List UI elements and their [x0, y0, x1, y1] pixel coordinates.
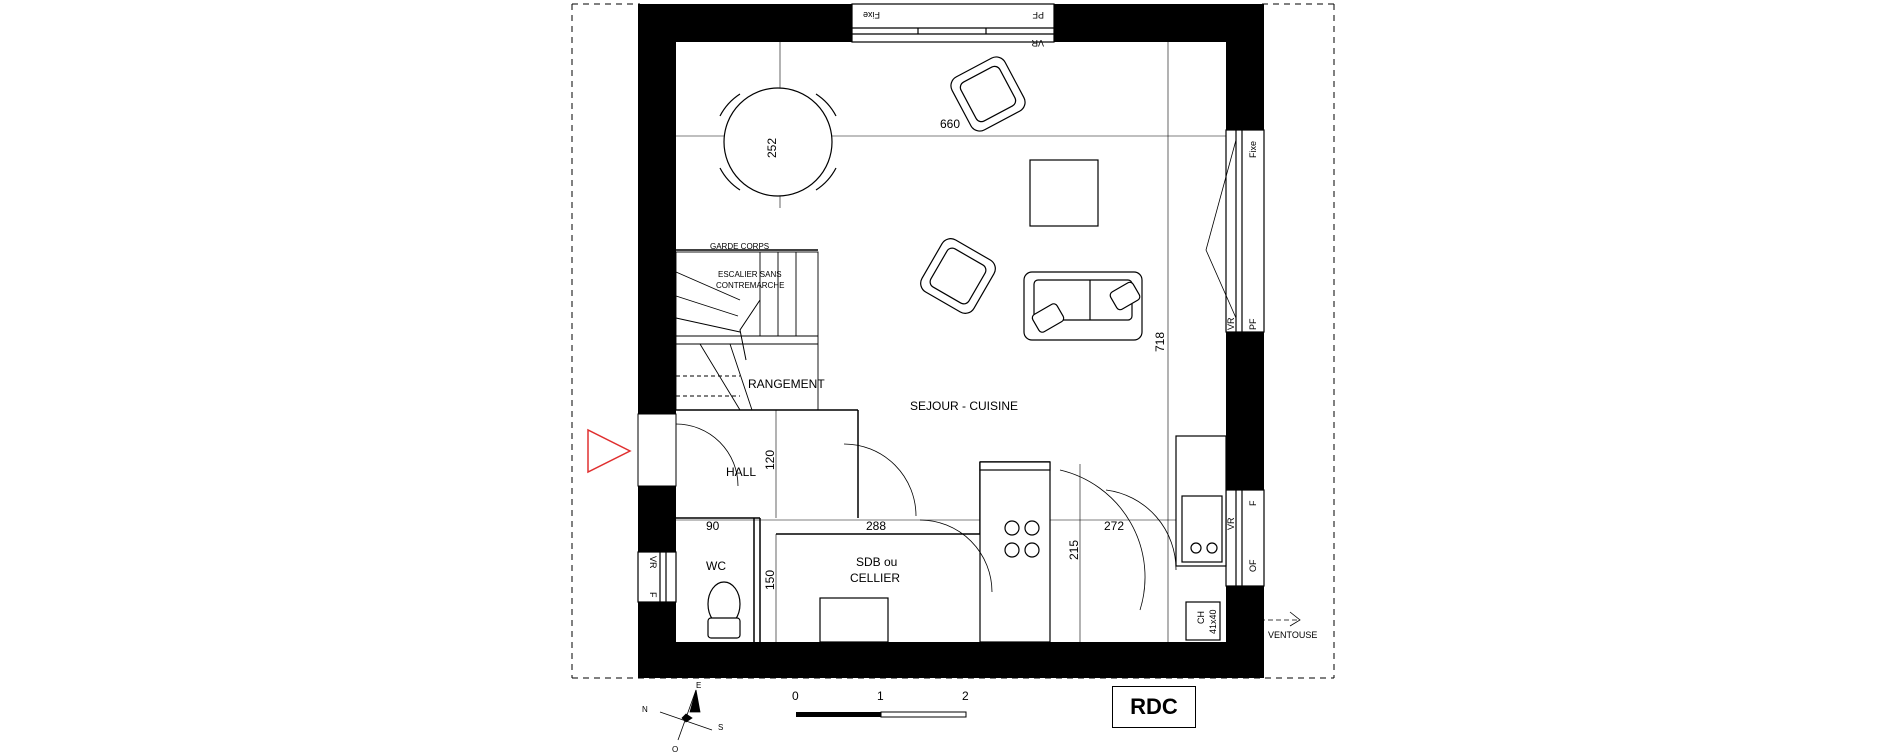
coffee-table [1029, 159, 1099, 227]
staircase [675, 251, 819, 411]
compass-n: N [642, 705, 648, 714]
level-label: RDC [1112, 686, 1196, 728]
compass-o: O [672, 745, 678, 754]
note-ventouse: VENTOUSE [1268, 630, 1317, 640]
window-label-f-wc: F [648, 592, 658, 598]
dim-288: 288 [866, 519, 886, 533]
dim-150: 150 [763, 570, 777, 590]
note-escalier-line1: ESCALIER SANS [718, 270, 782, 279]
entry-opening [637, 413, 677, 487]
window-label-vr-kitchen: VR [1226, 517, 1236, 530]
dim-252: 252 [765, 138, 779, 158]
note-ch-size: 41x40 [1208, 609, 1218, 634]
room-sejour-cuisine: SEJOUR - CUISINE [910, 399, 1018, 413]
entry-arrow-icon [587, 428, 632, 474]
room-sdb-line1: SDB ou [856, 555, 897, 569]
window-label-vr-right: VR [1226, 317, 1236, 330]
scale-tick-1: 1 [877, 689, 884, 703]
window-label-pf-right: PF [1248, 318, 1258, 330]
dim-90: 90 [706, 519, 720, 533]
window-left-wc [637, 551, 677, 603]
compass-rose-icon: N E S O [642, 681, 723, 754]
window-label-fixe-right: Fixe [1248, 141, 1258, 158]
note-ch: CH [1196, 611, 1206, 624]
room-sdb-line2: CELLIER [850, 571, 900, 585]
exterior-walls [638, 4, 1264, 678]
door-swings [675, 423, 1177, 611]
room-rangement: RANGEMENT [748, 377, 825, 391]
dim-718: 718 [1153, 332, 1167, 352]
window-label-f-right: F [1248, 500, 1258, 506]
window-label-fixe-top: Fixe [863, 10, 880, 20]
wc-fixtures [707, 581, 889, 643]
window-label-pf-top: PF [1032, 10, 1044, 20]
window-label-of-right: OF [1248, 559, 1258, 572]
boundary-dashed [571, 3, 1335, 679]
armchair-middle [920, 238, 996, 314]
window-label-vr-wc: VR [648, 556, 658, 569]
compass-s: S [718, 723, 723, 732]
scale-tick-2: 2 [962, 689, 969, 703]
dim-272: 272 [1104, 519, 1124, 533]
room-wc: WC [706, 559, 726, 573]
scale-tick-0: 0 [792, 689, 799, 703]
window-right-lower [1225, 489, 1265, 587]
dim-660: 660 [940, 117, 960, 131]
note-garde-corps: GARDE CORPS [710, 242, 769, 251]
note-escalier-line2: CONTREMARCHE [716, 281, 784, 290]
room-hall: HALL [726, 465, 756, 479]
window-right-upper [1205, 129, 1265, 333]
ventouse-arrow [1228, 611, 1301, 627]
scale-bar: 0 1 2 [792, 689, 969, 718]
armchair-top [950, 56, 1026, 132]
dining-table [719, 87, 837, 197]
compass-e: E [696, 681, 701, 690]
dim-215: 215 [1067, 540, 1081, 560]
kitchen-counter [979, 435, 1227, 643]
sofa [1023, 271, 1143, 341]
dim-120: 120 [763, 450, 777, 470]
window-label-vr-top: VR [1031, 38, 1044, 48]
window-top [851, 3, 1055, 43]
